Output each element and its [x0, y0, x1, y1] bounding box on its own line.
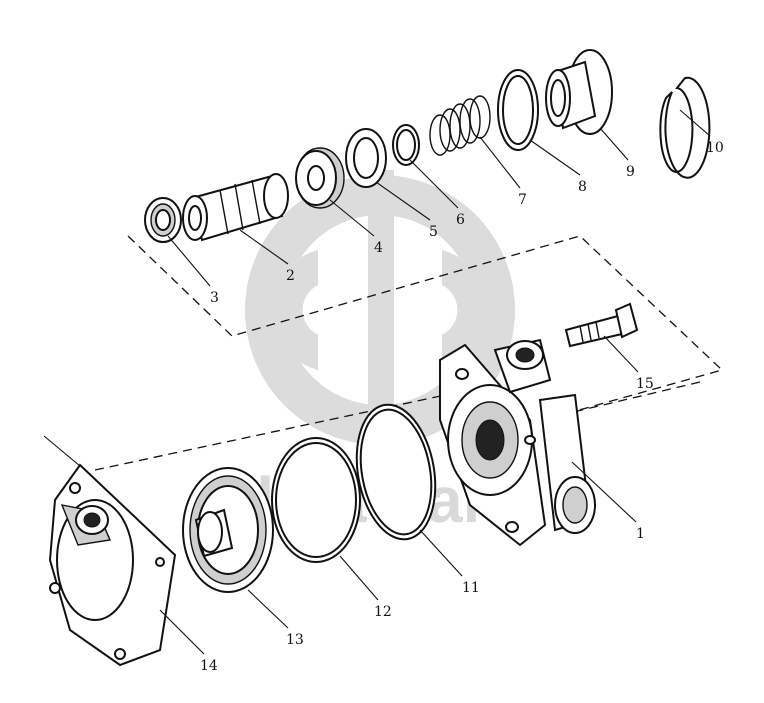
part-14-cover	[48, 463, 177, 667]
callout-5: 5	[429, 224, 438, 240]
leader-5	[375, 181, 431, 221]
leader-9	[599, 127, 629, 161]
callout-labels: 3 2 4 5 6 7 8 9 10 15 1 11 12 13 14	[200, 140, 724, 674]
dashed-assembly-right	[564, 381, 701, 415]
callout-3: 3	[210, 290, 219, 306]
leader-14-top	[43, 435, 81, 467]
leader-8	[529, 139, 581, 176]
leader-14	[159, 609, 205, 655]
leader-13	[247, 589, 289, 629]
callout-12: 12	[374, 604, 392, 620]
part-5-ring	[345, 128, 387, 188]
part-3-seal	[144, 197, 182, 243]
part-15-bolt	[564, 302, 639, 348]
leader-12	[339, 555, 379, 601]
callout-6: 6	[456, 212, 465, 228]
part-13-impeller	[182, 467, 274, 593]
part-9-bushing	[545, 49, 613, 135]
leader-4	[329, 199, 375, 237]
callout-8: 8	[578, 179, 587, 195]
callout-14: 14	[200, 658, 218, 674]
callout-9: 9	[626, 164, 635, 180]
leader-10	[679, 109, 711, 137]
part-10-snap-ring	[659, 76, 711, 179]
leader-15	[603, 335, 639, 373]
callout-11: 11	[462, 580, 480, 596]
part-11-oring	[355, 403, 437, 541]
part-2-sleeve	[182, 173, 289, 242]
callout-13: 13	[286, 632, 304, 648]
leader-7	[479, 136, 521, 189]
leader-2	[239, 229, 289, 265]
callout-1: 1	[636, 526, 645, 542]
part-1-housing	[439, 338, 596, 547]
callout-15: 15	[636, 376, 654, 392]
leader-11	[419, 529, 463, 577]
callout-2: 2	[286, 268, 295, 284]
part-12-gasket	[271, 437, 361, 563]
leader-3	[167, 235, 211, 287]
leader-1	[571, 461, 637, 523]
callout-7: 7	[518, 192, 527, 208]
dashed-assembly-upper	[127, 235, 724, 415]
leader-lines	[43, 109, 711, 655]
callout-10: 10	[706, 140, 724, 156]
part-4-washer	[295, 147, 345, 209]
part-8-ring	[497, 69, 539, 151]
callout-4: 4	[374, 240, 383, 256]
part-6-oring	[392, 124, 420, 166]
watermark-logo	[245, 170, 515, 450]
part-7-spring	[429, 95, 491, 156]
leader-6	[409, 159, 459, 209]
